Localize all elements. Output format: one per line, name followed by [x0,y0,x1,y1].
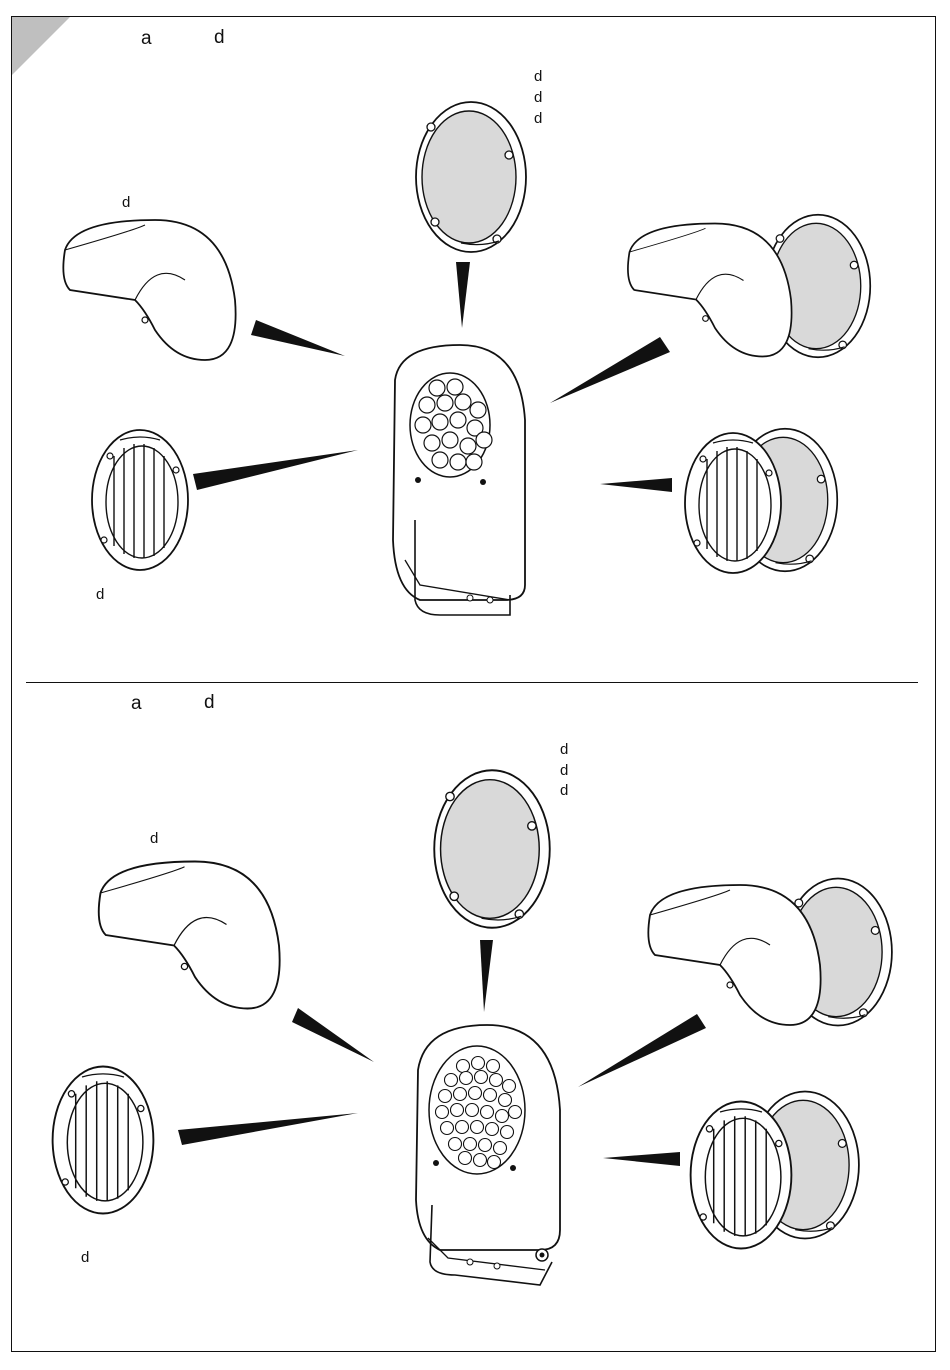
top-louver [92,430,188,570]
bottom-louver [53,1067,154,1214]
top-led-fixture [393,345,525,615]
bottom-filter-lens [434,770,550,928]
bottom-hood-filter-combo [648,879,892,1026]
bottom-louver-filter-combo [691,1092,859,1249]
bottom-led-fixture [416,1025,560,1285]
bottom-hood [99,862,280,1009]
top-louver-filter-combo [685,429,837,573]
top-hood [63,220,235,360]
top-filter-lens [416,102,526,252]
top-hood-filter-combo [628,215,870,358]
